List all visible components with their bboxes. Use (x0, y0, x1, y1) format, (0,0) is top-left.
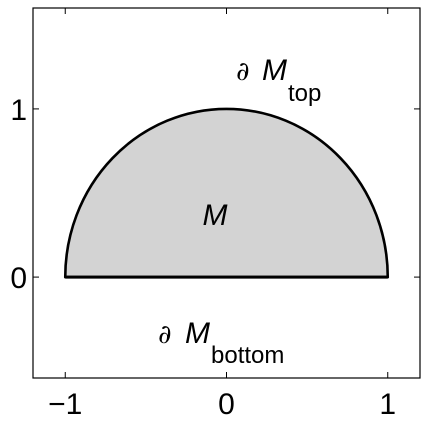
region-m-half-disk (63, 107, 390, 279)
x-tick-label-neg1: −1 (48, 388, 82, 421)
top-boundary-main: M (262, 54, 287, 87)
bottom-partial-symbol: ∂ (158, 320, 171, 350)
y-tick-label-0: 0 (10, 262, 27, 295)
region-label-m: M (203, 199, 228, 232)
x-tick-label-1: 1 (379, 388, 396, 421)
top-boundary-subscript: top (288, 80, 321, 107)
top-boundary-label: ∂ M top (236, 54, 321, 107)
bottom-boundary-main: M (185, 317, 210, 350)
y-tick-label-1: 1 (10, 94, 27, 127)
x-axis-ticks (64, 8, 389, 378)
top-partial-symbol: ∂ (236, 57, 249, 87)
bottom-boundary-label: ∂ M bottom (158, 317, 284, 369)
y-axis-ticks (33, 108, 420, 278)
bottom-boundary-subscript: bottom (211, 342, 284, 369)
x-tick-label-0: 0 (218, 388, 235, 421)
